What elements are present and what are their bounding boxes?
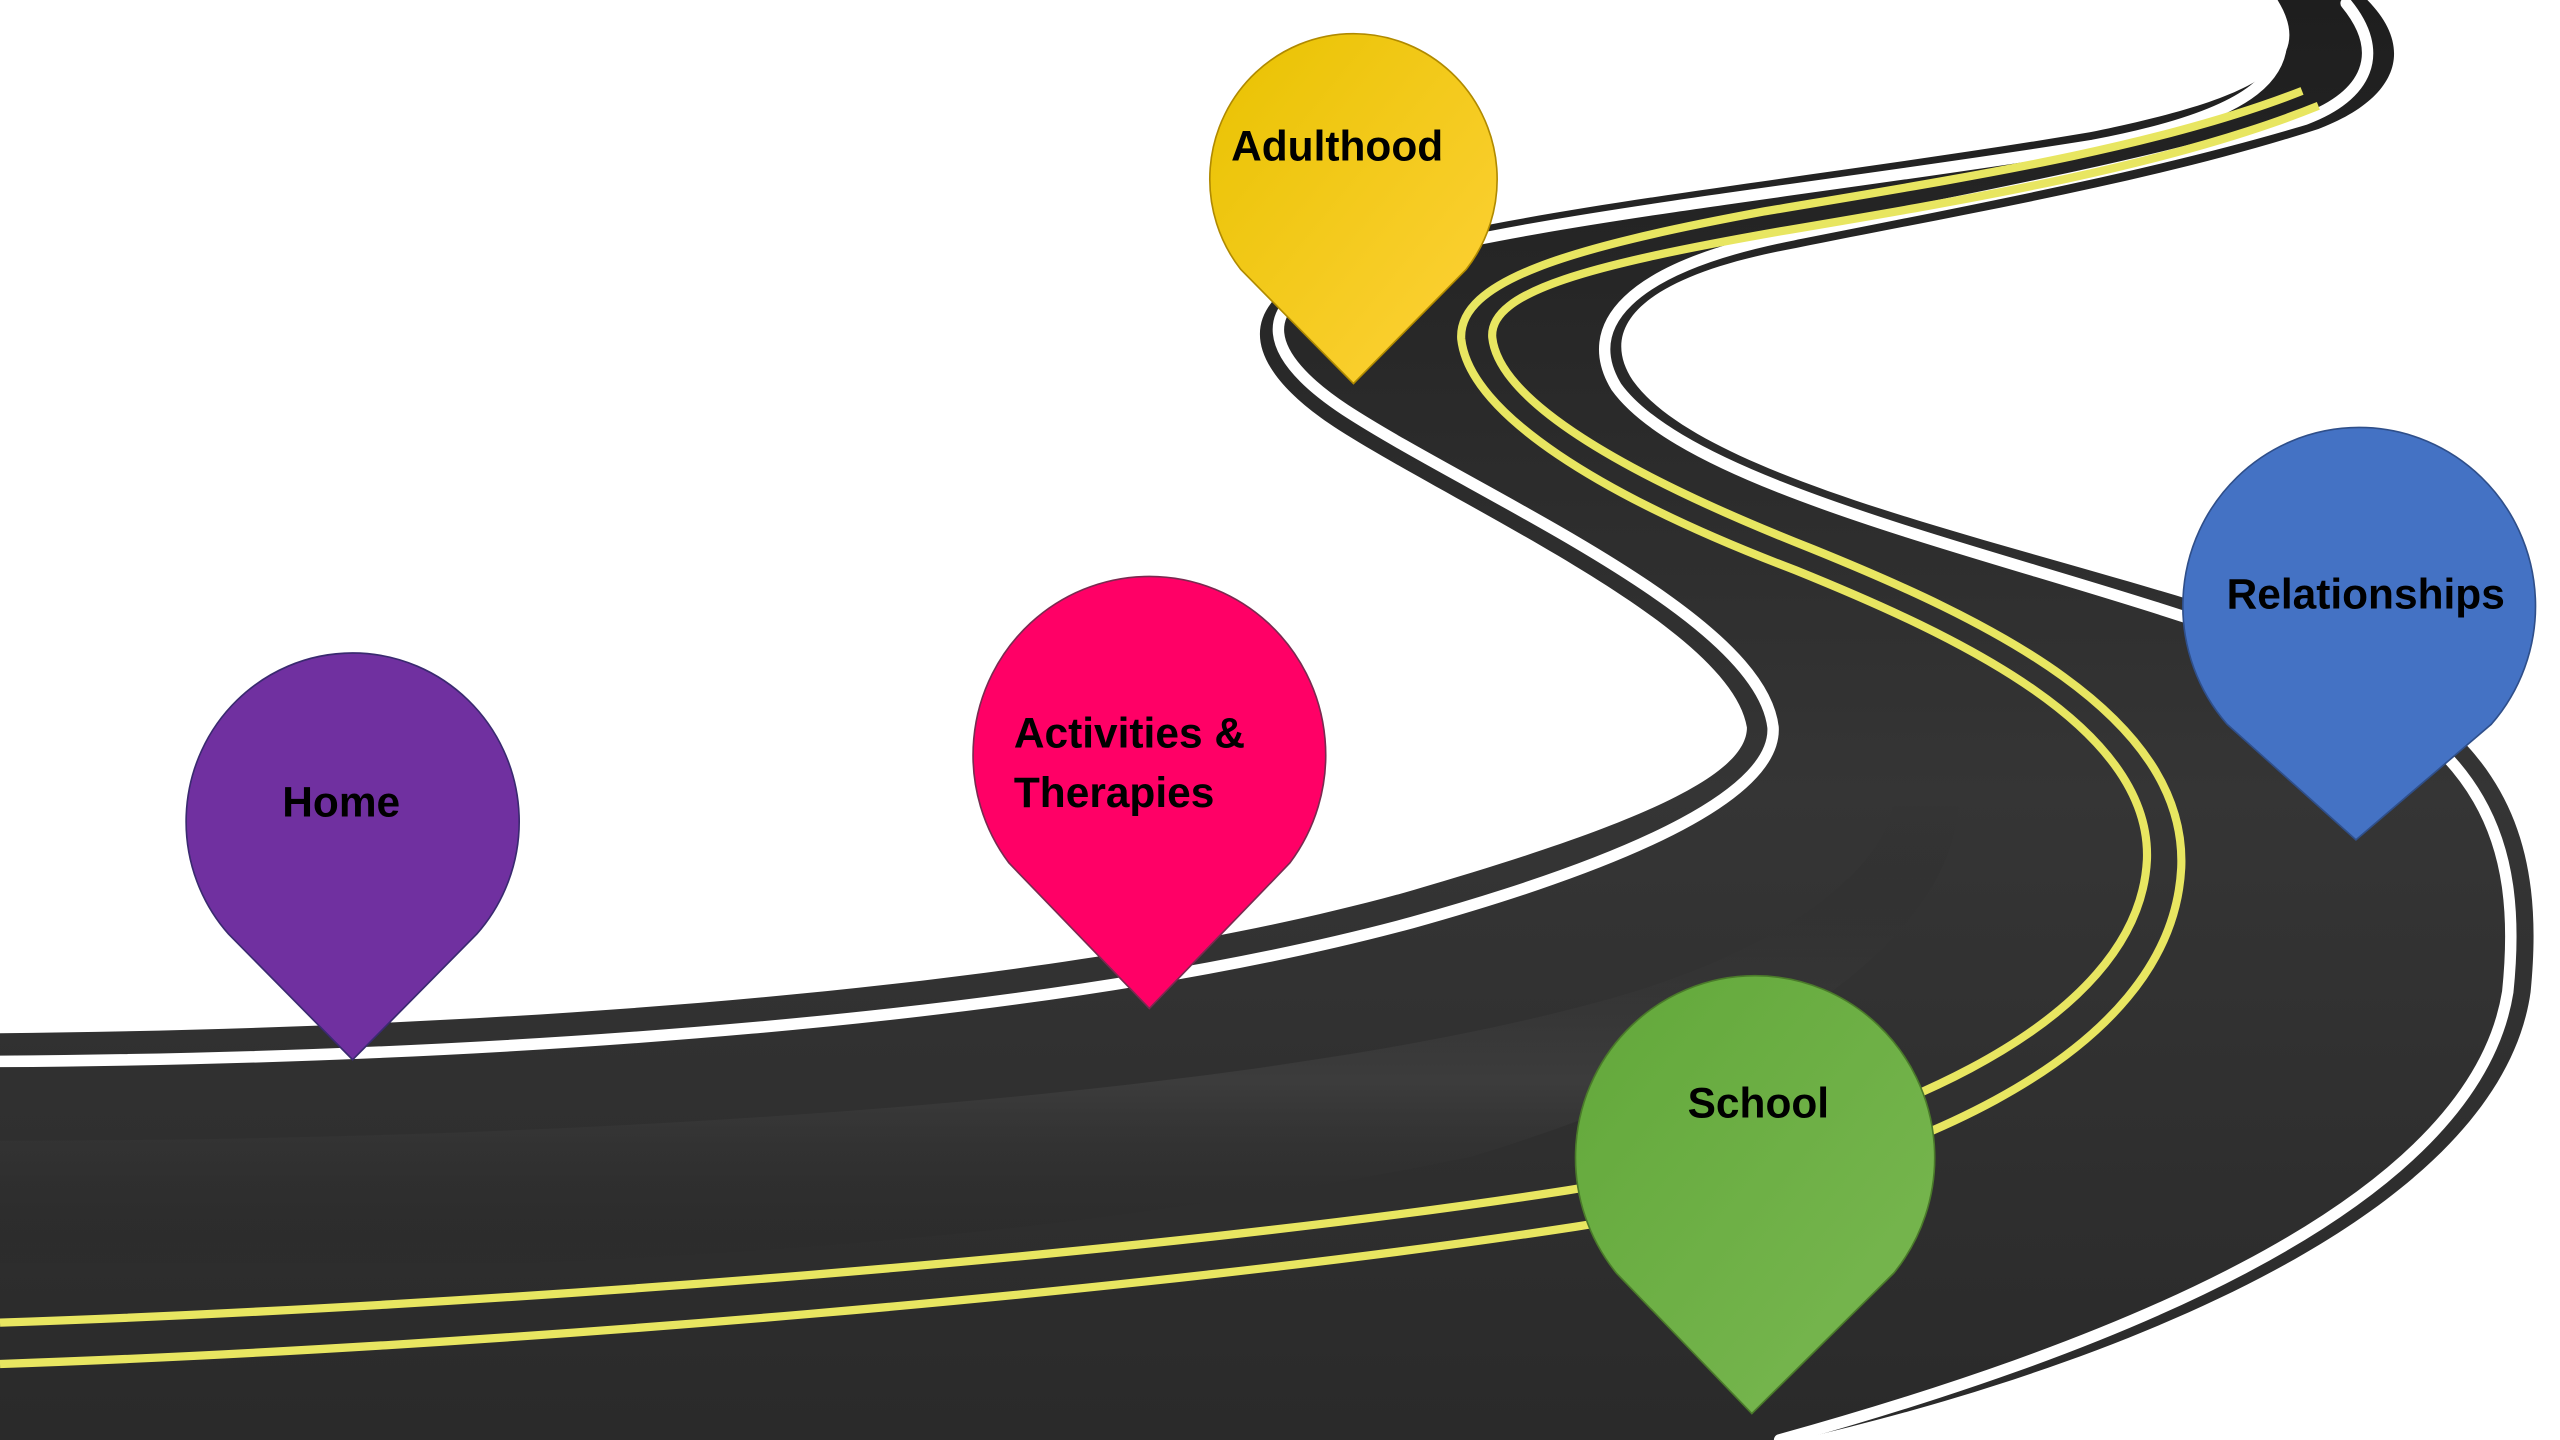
pin-school-marker (1574, 974, 1936, 1415)
pin-relationships[interactable]: Relationships (2182, 426, 2537, 841)
pin-school-label: School (1688, 1079, 1829, 1127)
pin-adulthood[interactable]: Adulthood (1209, 32, 1498, 385)
pin-school[interactable]: School (1574, 974, 1936, 1415)
pin-activities-therapies-marker (972, 575, 1327, 1010)
pin-relationships-label: Relationships (2227, 570, 2505, 618)
pin-activities-therapies-label: Activities & Therapies (1014, 709, 1257, 817)
pin-adulthood-marker (1209, 32, 1498, 385)
pin-activities-line-1: Activities & (1014, 709, 1245, 757)
pin-home-label: Home (282, 778, 400, 826)
road-center-line-b (0, 101, 2320, 1369)
pin-activities-line-2: Therapies (1014, 769, 1214, 817)
pin-adulthood-label: Adulthood (1231, 122, 1443, 170)
road-center-line-a (0, 87, 2304, 1327)
road-edge-line-inner (0, 0, 2288, 1068)
pin-activities-therapies[interactable]: Activities & Therapies (972, 575, 1327, 1010)
pin-relationships-marker (2182, 426, 2537, 841)
road-sheen (0, 793, 1960, 1274)
pin-home-marker (185, 652, 520, 1061)
pin-home[interactable]: Home (185, 652, 520, 1061)
